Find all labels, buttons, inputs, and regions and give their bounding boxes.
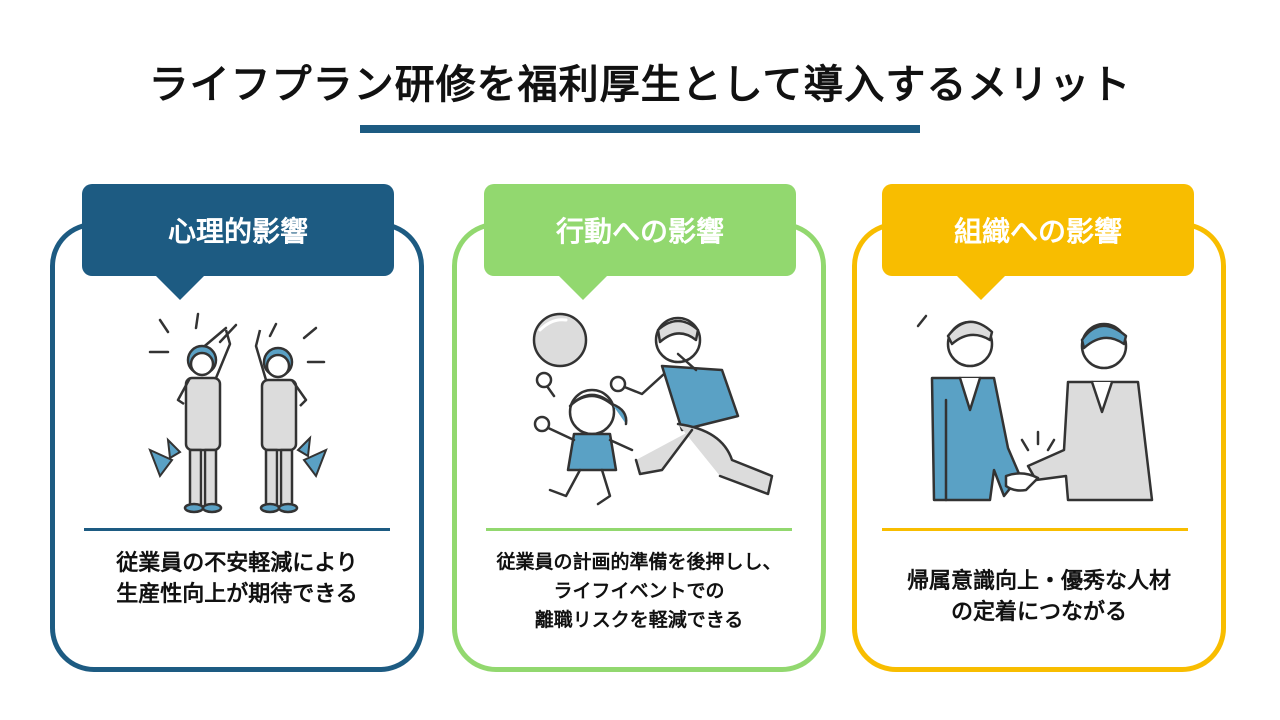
playing-ball-illustration — [532, 312, 774, 506]
card-divider — [84, 528, 390, 531]
card-heading-text: 心理的影響 — [167, 215, 308, 248]
speech-pointer — [152, 272, 208, 300]
card-description: 帰属意識向上・優秀な人材 の定着につながる — [906, 569, 1171, 625]
card-heading-psychological: 心理的影響 — [82, 184, 394, 276]
card-divider — [486, 528, 792, 531]
card-description: 従業員の不安軽減により 生産性向上が期待できる — [116, 551, 358, 607]
page-title: ライフプラン研修を福利厚生として導入するメリット — [148, 62, 1132, 108]
title-underline — [360, 125, 920, 133]
card-heading-text: 行動への影響 — [555, 215, 724, 248]
speech-pointer — [953, 272, 1009, 300]
card-description: 従業員の計画的準備を後押しし、 ライフイベントでの 離職リスクを軽減できる — [496, 551, 782, 631]
card-heading-organizational: 組織への影響 — [882, 184, 1194, 276]
card-psychological — [50, 222, 424, 672]
speech-pointer — [555, 272, 611, 300]
cheering-workers-illustration — [148, 312, 328, 514]
handshake-illustration — [916, 314, 1154, 502]
card-divider — [882, 528, 1188, 531]
card-heading-text: 組織への影響 — [953, 215, 1122, 248]
card-heading-behavioral: 行動への影響 — [484, 184, 796, 276]
card-organizational — [852, 222, 1226, 672]
